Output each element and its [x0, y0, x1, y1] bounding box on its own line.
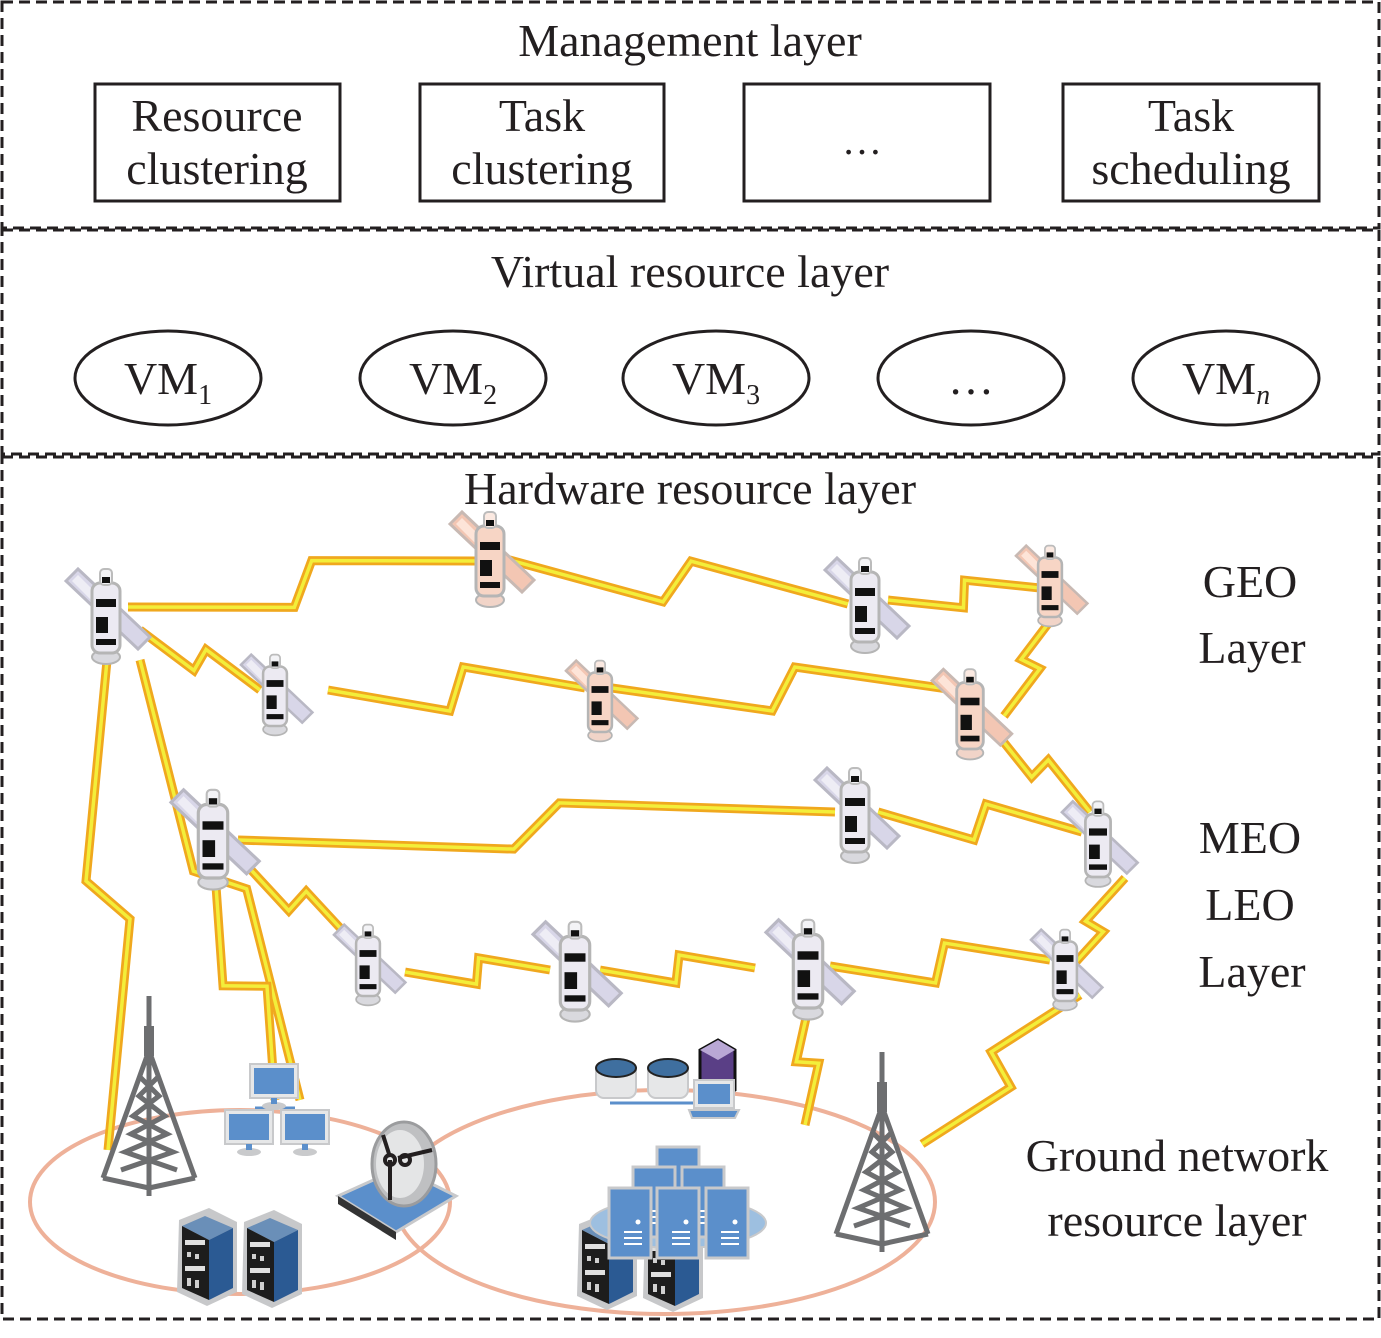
lightning-link — [504, 554, 850, 609]
box-label-line1: … — [842, 118, 882, 163]
vm-list: VM1 VM2 VM3 … VMn — [73, 329, 1321, 427]
vm-node: VMn — [1131, 329, 1321, 427]
vm-node: VM1 — [73, 329, 263, 427]
cell-tower-icon — [836, 1052, 928, 1252]
ground-network-rings — [28, 1088, 937, 1316]
ground-network-label: Ground network — [1026, 1130, 1329, 1181]
satellite-icon — [930, 667, 1014, 761]
server-rack-icon — [242, 1210, 302, 1308]
box-label-line1: Task — [1148, 90, 1234, 141]
management-box-ellipsis: … — [742, 82, 992, 203]
box-label-line2: clustering — [126, 143, 307, 194]
lightning-link — [237, 798, 836, 854]
satellite-icon — [1060, 800, 1139, 889]
lightning-link — [327, 661, 586, 717]
lightning-link — [210, 871, 280, 1101]
lightning-link — [611, 662, 956, 716]
lightning-link — [887, 575, 1041, 613]
box-label-line1: Resource — [131, 90, 302, 141]
vm-node: … — [876, 329, 1066, 427]
vm-node: VM2 — [358, 329, 548, 427]
satellite-icon — [64, 567, 152, 666]
computer-network-icon — [224, 1063, 330, 1157]
meo-label: MEO — [1199, 812, 1301, 863]
laptop-icon — [687, 1079, 741, 1119]
vm-subscript: n — [1256, 380, 1270, 411]
satellite-icon — [239, 653, 314, 737]
lightning-link — [404, 952, 551, 990]
lightning-link — [876, 798, 1084, 846]
management-layer-frame — [0, 0, 1381, 230]
vm-label: VM1 — [124, 353, 212, 411]
vm-node: VM3 — [621, 329, 811, 427]
satellite-dish-icon — [334, 1120, 460, 1240]
box-label-line2: scheduling — [1091, 143, 1290, 194]
hardware-layer-title: Hardware resource layer — [464, 463, 916, 514]
virtual-layer-title: Virtual resource layer — [491, 246, 889, 297]
management-layer-title: Management layer — [518, 15, 862, 66]
lightning-link — [790, 999, 825, 1126]
lightning-link — [236, 854, 359, 948]
virtual-layer-frame — [0, 228, 1381, 456]
lightning-link — [599, 949, 756, 989]
lightning-link — [81, 649, 135, 1151]
server-farm-icon — [589, 1145, 767, 1260]
vm-label: VM3 — [672, 353, 760, 411]
satellite-icon — [564, 659, 639, 743]
lightning-link — [137, 626, 263, 694]
lightning-link — [1060, 874, 1129, 979]
hardware-layer-frame — [0, 455, 1381, 1321]
leo-label: LEO — [1205, 879, 1294, 930]
vm-label: VMn — [1182, 353, 1270, 411]
leo-layer-label: Layer — [1198, 946, 1305, 997]
lightning-link — [986, 722, 1094, 815]
lightning-link — [829, 937, 1051, 989]
vm-label: … — [948, 353, 994, 404]
geo-label: GEO — [1203, 556, 1298, 607]
storage-cluster-icon — [595, 1038, 741, 1119]
satellite-icon — [332, 923, 407, 1007]
management-box-task-scheduling: Task scheduling — [1061, 82, 1321, 203]
vm-subscript: 1 — [198, 380, 212, 411]
lightning-link — [127, 556, 479, 612]
orbit-labels: GEO Layer MEO LEO Layer Ground network r… — [1026, 556, 1329, 1246]
geo-layer-label: Layer — [1198, 622, 1305, 673]
management-box-resource-clustering: Resource clustering — [93, 82, 342, 203]
box-label-line1: Task — [499, 90, 585, 141]
management-box-task-clustering: Task clustering — [418, 82, 666, 203]
box-label-line2: clustering — [451, 143, 632, 194]
lightning-link — [1000, 609, 1061, 719]
vm-subscript: 3 — [746, 380, 760, 411]
vm-label: VM2 — [409, 353, 497, 411]
server-rack-icon — [177, 1208, 237, 1306]
lightning-link — [919, 991, 1083, 1148]
ground-resource-layer-label: resource layer — [1047, 1195, 1306, 1246]
vm-subscript: 2 — [483, 380, 497, 411]
ground-devices — [103, 996, 928, 1312]
